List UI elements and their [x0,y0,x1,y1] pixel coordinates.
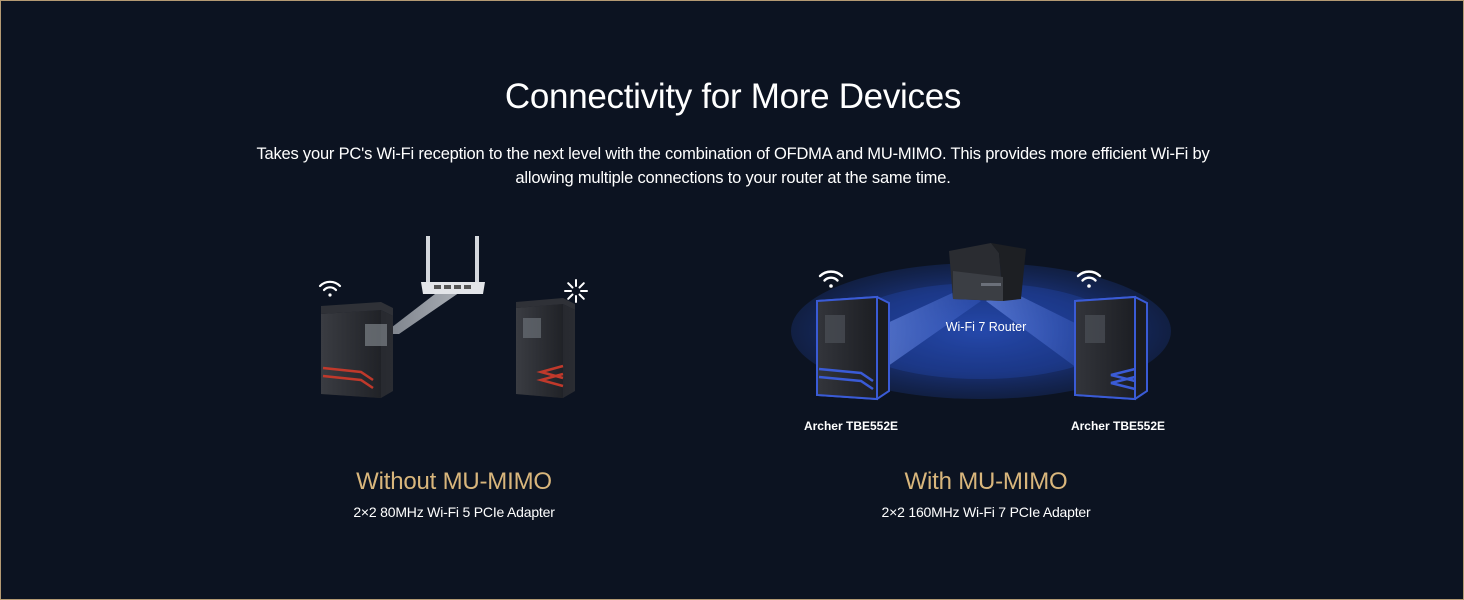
beam-left [881,289,981,371]
beam-right [986,289,1081,371]
with-mumimo-heading: With MU-MIMO [904,468,1068,495]
router-label: Wi-Fi 7 Router [945,320,1027,334]
with-mumimo-caption: 2×2 160MHz Wi-Fi 7 PCIe Adapter [881,504,1091,520]
pc-connected [321,302,393,398]
wifi-icon [1076,270,1102,288]
loading-spinner-icon [564,279,588,303]
router [421,236,485,294]
wifi7-router [949,243,1026,301]
device-label-right: Archer TBE552E [1070,419,1166,433]
with-mumimo-illustration [791,243,1171,401]
page-title: Connectivity for More Devices [504,77,962,116]
pc-left-archer [816,295,890,401]
pc-right-archer [1074,295,1148,401]
wifi-icon [318,280,342,297]
device-label-left: Archer TBE552E [803,419,899,433]
without-mumimo-heading: Without MU-MIMO [356,468,552,495]
without-mumimo-caption: 2×2 80MHz Wi-Fi 5 PCIe Adapter [353,504,555,520]
wifi-icon [818,270,844,288]
page-description: Takes your PC's Wi-Fi reception to the n… [256,145,1210,187]
without-mumimo-illustration [318,236,588,398]
pc-waiting [516,298,575,398]
connection-beam [383,284,466,334]
